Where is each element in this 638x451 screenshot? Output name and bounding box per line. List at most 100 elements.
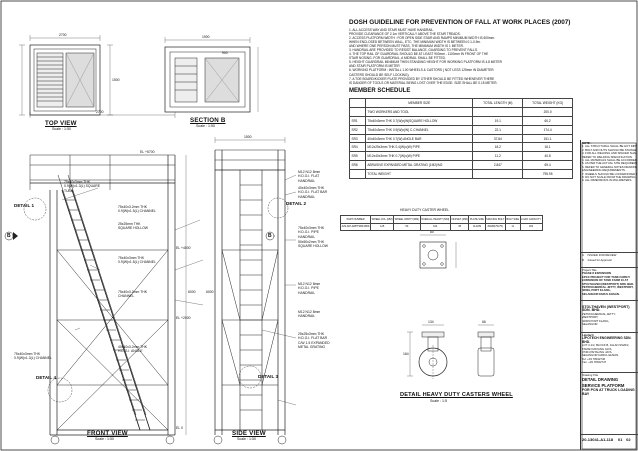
callout-front-7: 40x40x3.2mm THK H.D.G.I. ANGLE (118, 345, 147, 354)
dosh-line: PROVIDE CLEARANCE OF 2.1m VERTICALLY ABO… (349, 32, 461, 37)
dosh-line: 1. ALL ACCESS WAY AND STAIR MUST HAVE HA… (349, 28, 435, 32)
front-view-scale: Scale : 1:50 (95, 437, 114, 441)
schedule-cell: 75x40x3mm THK 0.9(W)x(W) C-CHANNEL (364, 124, 474, 135)
dosh-line: CASTERS SHOULD BE SELF LOCKING). (349, 72, 410, 77)
schedule-cell (472, 106, 524, 117)
schedule-cell (349, 169, 366, 180)
dim-caster-66: 66 (482, 320, 486, 324)
drawing-number-row: 20-13041-A1-118 01 02 (582, 438, 637, 442)
front-view-title: FRONT VIEW (87, 430, 128, 437)
detail-4-circle (47, 377, 73, 403)
title-block-frames (581, 142, 637, 450)
drawing-title-block: Drawing Title DETAIL DRAWING SERVICE PLA… (582, 373, 637, 397)
contractor-addr-line: Tel: +03 78042746 (582, 356, 606, 361)
elev-2: EL +2000 (176, 316, 191, 320)
contractor-addr-line: Fax: +03 78042747 (582, 360, 607, 365)
rev-b-desc: Issued for Approval (587, 258, 612, 262)
caster-header-cell: LOAD CAPACITY (519, 215, 543, 224)
table-row: SR1 75x40x3mm THK 0.7(W)x(W)SQUARE HOLLO… (349, 115, 573, 126)
client-addr-line: PETROCHEMICAL JETTY, (582, 311, 616, 316)
caster-cell: 164 (419, 222, 451, 231)
callout-front-5: 75x40x3.2mm THK CHANNEL (118, 290, 147, 299)
callout-side-5: M12 N12 8mm H.D.G.I. PIPE HANDRAIL (298, 282, 321, 295)
schedule-cell: 18.2 (472, 142, 524, 153)
callout-side-7: 25x25x3mm THK H.D.G.I. FLAT BAR C/W 1.5 … (298, 332, 330, 349)
schedule-cell: 40x40x3mm THK 0.7(W) ANGLE BAR (364, 133, 474, 144)
note-line: 8. DO NOT SCALE FROM THE DRAWING, USE DI… (582, 176, 637, 180)
side-view-drawing (213, 137, 289, 445)
dosh-line: 6. WORKING PLATFORM : INSTALL 1.00 WHEEL… (349, 68, 495, 73)
dim-caster-134: 134 (428, 320, 434, 324)
drawing-title-2: SERVICE PLATFORM (582, 382, 625, 388)
sheet-total: 02 (626, 437, 631, 442)
note-line: 5. AS PER THE ACTUAL SITE REQUIREMENT. (582, 162, 637, 166)
dosh-line: STAIR NOSING. FOR GUARDRAIL, A MIDRAIL S… (349, 56, 446, 61)
schedule-cell: SR1 (349, 115, 366, 126)
schedule-cell: SR6 (349, 160, 366, 171)
schedule-cell: 37.84 (472, 133, 524, 144)
caster-cell: 400 (519, 222, 543, 231)
elev-3: EL 0 (176, 426, 183, 430)
detail-1-label: DETAIL 1 (14, 203, 34, 208)
note-line: ENGINEERING REQUIREMENTS. (582, 169, 626, 173)
project-line: 42009, PORT KLANG, (582, 288, 611, 293)
dim-caster-80: 80 (430, 230, 434, 234)
caster-header-cell: WHEEL DIA. (MM) (370, 215, 395, 224)
caster-detail-title: DETAIL HEAVY DUTY CASTERS WHEEL (400, 392, 513, 398)
schedule-cell: 2.847 (472, 160, 524, 171)
dosh-notes: 1. ALL ACCESS WAY AND STAIR MUST HAVE HA… (349, 28, 573, 85)
project-line: PHASE 8 EXPANSION (582, 271, 612, 276)
table-row: SR3 40x40x3mm THK 0.7(W) ANGLE BAR 37.84… (349, 133, 573, 144)
rev-b-letter: B (582, 258, 584, 262)
callout-side-3: 75x40x3mm THK H.D.G.I. PIPE HANDRAIL (298, 226, 325, 239)
callout-side-2: 40x40x3mm THK H.D.G.I. FLAT BAR HANDRAIL (298, 186, 328, 199)
table-row: SR4 M12x25x3mm THK 0.4(W)x(W) PIPE 18.2 … (349, 142, 573, 153)
caster-header-row: PART NUMBER WHEEL DIA. (MM) WHEEL WIDTH … (339, 215, 543, 224)
section-b-scale: Scale : 1:50 (196, 124, 215, 128)
schedule-cell: M12x25x3mm THK 0.4(W)x(W) PIPE (364, 142, 474, 153)
schedule-header-cell: MEMBER SIZE (364, 98, 474, 108)
dosh-line: 3. HANDRAIL ARE PROVIDED TO RESIST BALAN… (349, 48, 479, 53)
schedule-header-cell: TOTAL WEIGHT (KG) (522, 98, 573, 108)
table-row: TWO WORKERS AND TOOL 200.0 (349, 106, 573, 117)
schedule-cell: 40.8 (522, 151, 573, 162)
rev-a-desc: ISSUED FOR REVIEW (587, 253, 617, 257)
drawing-title-3: FOR PCN AT TRUCK LOADING BAY (582, 387, 635, 397)
side-view-scale: Scale : 1:50 (237, 437, 256, 441)
client-addr-line: WESTPORT, (582, 315, 599, 320)
drawing-title-1: DETAIL DRAWING (582, 377, 619, 383)
revision-a: A ISSUED FOR REVIEW (582, 253, 637, 257)
dim-side-height: 6000 (206, 290, 214, 294)
contractor-addr-line: TAMAN MAYANG JAYA, (582, 346, 613, 351)
sheet-number: 01 (617, 437, 623, 442)
schedule-cell: 795.95 (522, 169, 573, 180)
section-marker-right: B (268, 233, 272, 239)
member-schedule-title: MEMBER SCHEDULE (349, 88, 411, 94)
schedule-cell: 174.4 (522, 124, 573, 135)
schedule-cell (472, 169, 524, 180)
callout-front-3: 25x25mm THK SQUARE HOLLOW (118, 222, 148, 231)
caster-cell: 114x89 (468, 222, 486, 231)
top-view-drawing (19, 35, 113, 116)
dim-top-width: 2700 (59, 33, 67, 37)
callout-side-1: M12 N12 8mm H.D.G.I. FLAT HANDRAIL (298, 170, 321, 183)
schedule-cell: 200.0 (522, 106, 573, 117)
dim-caster-164: 164 (403, 352, 409, 356)
drawing-title-label: Drawing Title (582, 373, 599, 377)
contractor-name: LIPOTECH ENGINEERING SDN. BHD. (582, 336, 632, 344)
revision-b: B Issued for Approval (582, 258, 637, 262)
dim-front-width: 2700 (96, 110, 104, 114)
member-schedule-table: MEMBER SIZE TOTAL LENGTH (M) TOTAL WEIGH… (349, 98, 573, 180)
front-view-drawing (4, 112, 275, 445)
schedule-cell: 69.4 (522, 160, 573, 171)
caster-detail-drawing (407, 234, 495, 379)
schedule-cell: 151.1 (522, 133, 573, 144)
schedule-cell: TOTAL WEIGHT (364, 169, 474, 180)
top-view-title: TOP VIEW (45, 120, 77, 127)
top-view-scale: Scale : 1:50 (52, 127, 71, 131)
contractor-addr-line: 47301 PETALING JAYA, (582, 350, 613, 355)
contractor-addr-line: LOT 3-1/2, BLOCK B, JALAN SS26/2, (582, 343, 630, 348)
callout-front-1: 75x40x3mm THK 0.9(W)x1.3(L) SQUARE TUBE (64, 180, 100, 193)
caster-cell: 89x89(75x75) (484, 222, 506, 231)
